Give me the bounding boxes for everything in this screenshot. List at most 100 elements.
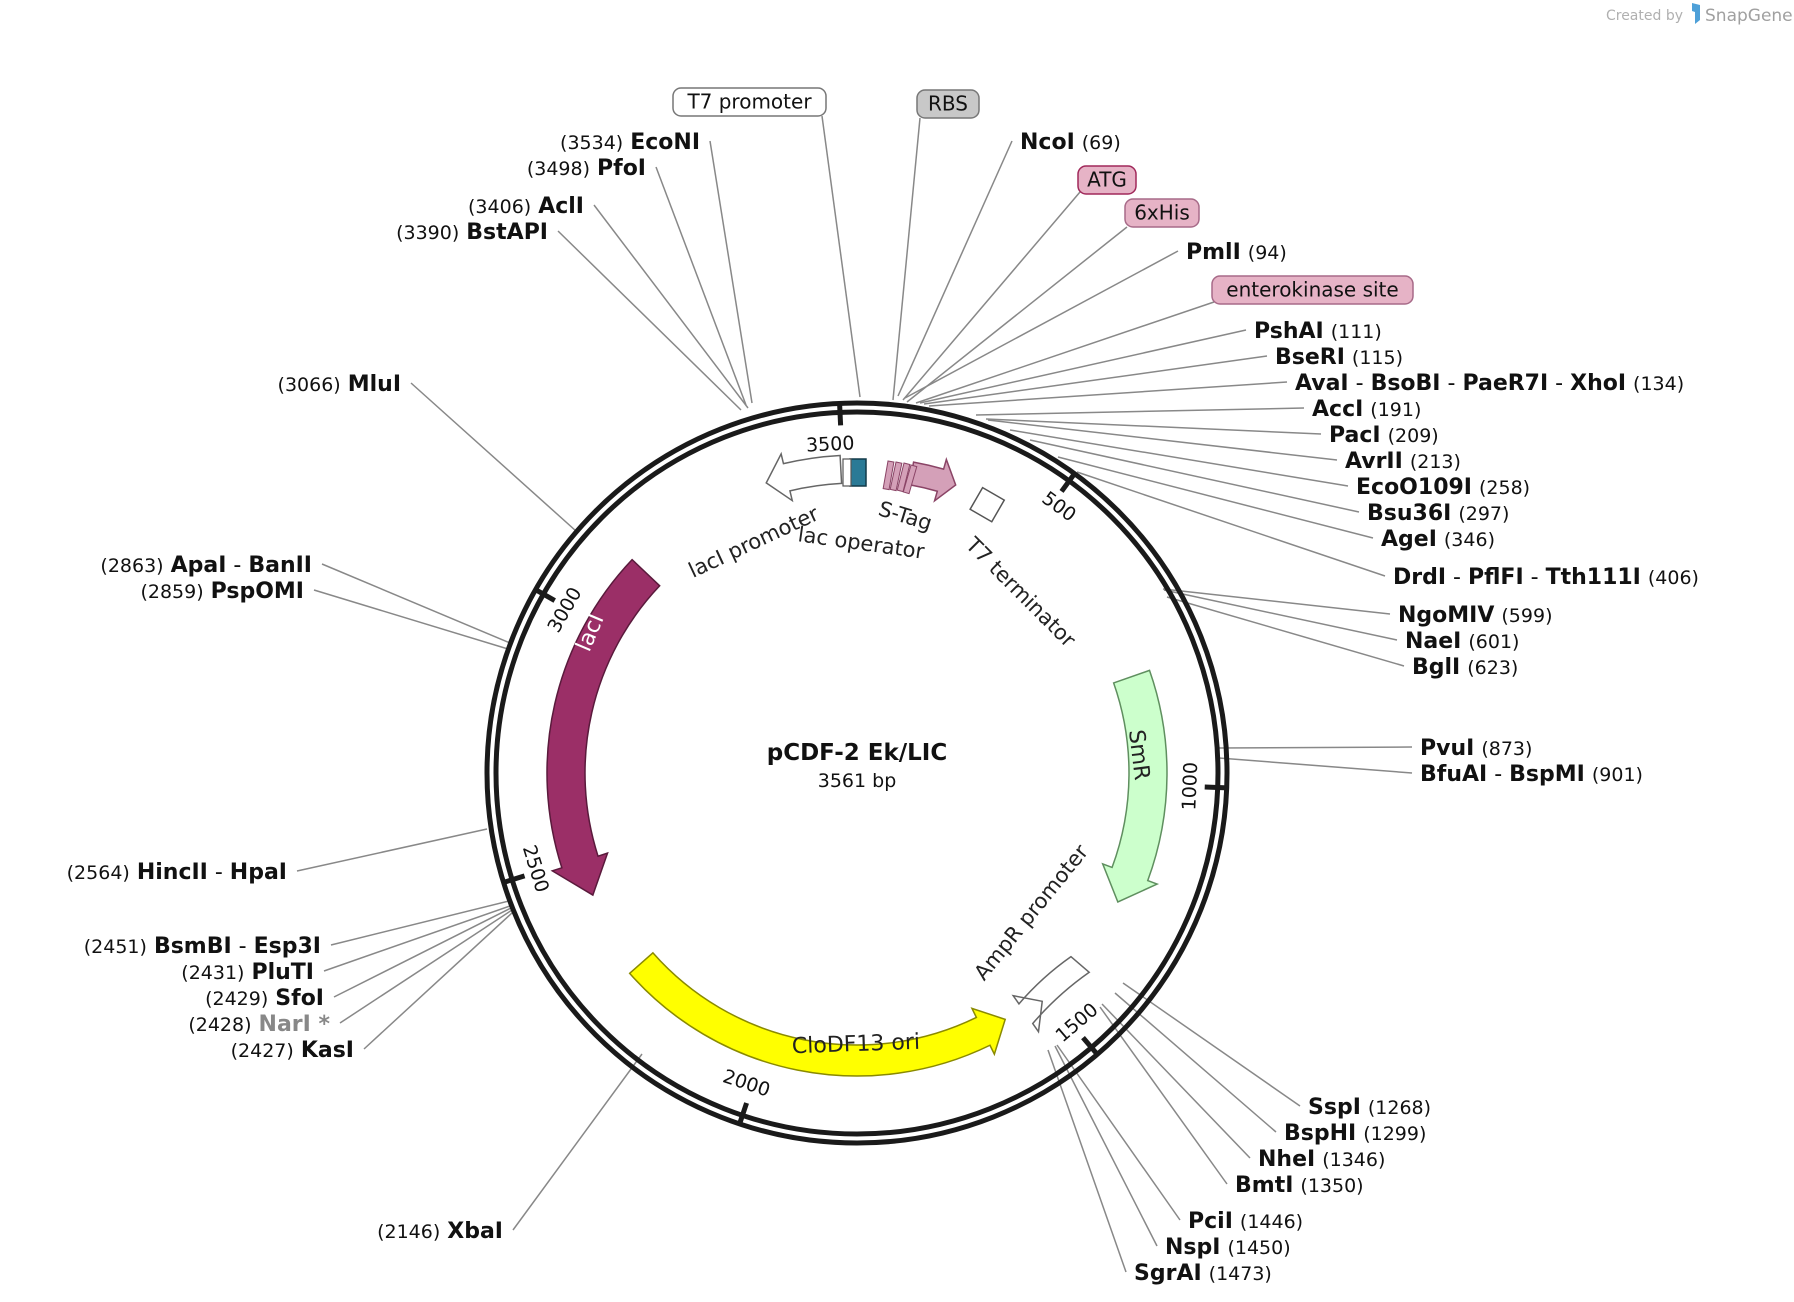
site-position: (3498) bbox=[527, 158, 590, 180]
backbone-outer-ring bbox=[484, 400, 1230, 1146]
site-name: PmlI bbox=[1186, 240, 1241, 265]
site-pluti: (2431) PluTI bbox=[181, 960, 314, 985]
site-label: (3390) BstAPI bbox=[396, 220, 548, 245]
site-name: Esp3I bbox=[254, 934, 321, 959]
site-position: (2428) bbox=[188, 1014, 251, 1036]
site-name: SfoI bbox=[275, 986, 324, 1011]
snapgene-logo-icon bbox=[1692, 3, 1700, 24]
tick-label-2500: 2500 bbox=[518, 842, 553, 895]
site-position: (2451) bbox=[84, 936, 147, 958]
site-label: NaeI (601) bbox=[1405, 629, 1519, 654]
clodf13-ori-label: CloDF13 ori bbox=[792, 1030, 921, 1059]
site-name: AclI bbox=[538, 194, 584, 219]
site-ecoo109i: EcoO109I (258) bbox=[1356, 475, 1530, 500]
site-name: KasI bbox=[301, 1038, 354, 1063]
site-position: (2429) bbox=[205, 988, 268, 1010]
site-position: (623) bbox=[1467, 657, 1518, 679]
tag-segment bbox=[882, 460, 895, 491]
site-position: (2564) bbox=[67, 862, 130, 884]
site-position: (3406) bbox=[468, 196, 531, 218]
site-name: PflFI bbox=[1468, 565, 1524, 590]
site-label: NgoMIV (599) bbox=[1398, 603, 1552, 628]
site-pshai: PshAI (111) bbox=[1254, 319, 1382, 344]
t7-terminator-box bbox=[969, 486, 1006, 523]
site-name: AvaI bbox=[1295, 371, 1349, 396]
tick-mark-2500 bbox=[501, 873, 526, 886]
tag-segment bbox=[889, 461, 903, 492]
site-name: Bsu36I bbox=[1367, 501, 1451, 526]
site-name: BglI bbox=[1412, 655, 1460, 680]
site-name: BspHI bbox=[1284, 1121, 1356, 1146]
site-name: XbaI bbox=[447, 1219, 503, 1244]
site-bmti: BmtI (1350) bbox=[1235, 1173, 1364, 1198]
site-name: XhoI bbox=[1570, 371, 1626, 396]
site-acli: (3406) AclI bbox=[468, 194, 584, 219]
site-agei: AgeI (346) bbox=[1381, 527, 1495, 552]
site-position: (1268) bbox=[1368, 1097, 1431, 1119]
site-position: (134) bbox=[1633, 373, 1684, 395]
site-name: PluTI bbox=[251, 960, 314, 985]
site-position: (115) bbox=[1352, 347, 1403, 369]
site-name: BseRI bbox=[1275, 345, 1345, 370]
site-bfuai-bspmi: BfuAI - BspMI (901) bbox=[1420, 762, 1643, 787]
smr-label: SmR bbox=[1123, 728, 1154, 781]
site-bsphi: BspHI (1299) bbox=[1284, 1121, 1426, 1146]
site-label: NheI (1346) bbox=[1258, 1147, 1385, 1172]
site-label: DrdI - PflFI - Tth111I (406) bbox=[1393, 565, 1699, 590]
tag-segment bbox=[902, 464, 918, 495]
site-label: (3498) PfoI bbox=[527, 156, 646, 181]
site-position: (2146) bbox=[377, 1221, 440, 1243]
site-label: PshAI (111) bbox=[1254, 319, 1382, 344]
site-position: (601) bbox=[1468, 631, 1519, 653]
site-name: BfuAI bbox=[1420, 762, 1487, 787]
site-position: (191) bbox=[1370, 399, 1421, 421]
site-position: (3066) bbox=[278, 374, 341, 396]
laci-promoter-arrow bbox=[765, 451, 843, 503]
site-pfoi: (3498) PfoI bbox=[527, 156, 646, 181]
site-label: BglI (623) bbox=[1412, 655, 1518, 680]
site-label: (2146) XbaI bbox=[377, 1219, 503, 1244]
site-label: SspI (1268) bbox=[1308, 1095, 1431, 1120]
site-label: NcoI (69) bbox=[1020, 130, 1121, 155]
site-label: BspHI (1299) bbox=[1284, 1121, 1426, 1146]
ampr-promoter-arrow bbox=[1011, 955, 1091, 1034]
site-drdi-pflfi-tth111i: DrdI - PflFI - Tth111I (406) bbox=[1393, 565, 1699, 590]
site-position: (1346) bbox=[1322, 1149, 1385, 1171]
site-sspi: SspI (1268) bbox=[1308, 1095, 1431, 1120]
site-position: (2427) bbox=[231, 1040, 294, 1062]
site-name: NspI bbox=[1165, 1235, 1220, 1260]
site-name: BspMI bbox=[1509, 762, 1585, 787]
site-nhei: NheI (1346) bbox=[1258, 1147, 1385, 1172]
site-position: (346) bbox=[1444, 529, 1495, 551]
callout-t7-promoter: T7 promoter bbox=[672, 87, 827, 117]
site-label: AccI (191) bbox=[1312, 397, 1421, 422]
site-xbai: (2146) XbaI bbox=[377, 1219, 503, 1244]
tick-mark-2000 bbox=[736, 1102, 749, 1126]
callout-box bbox=[1211, 275, 1414, 305]
site-name: MluI bbox=[348, 372, 401, 397]
t7-promoter-block bbox=[842, 458, 852, 487]
site-label: PvuI (873) bbox=[1420, 736, 1532, 761]
site-label: BmtI (1350) bbox=[1235, 1173, 1364, 1198]
callout-box bbox=[916, 89, 980, 119]
site-position: (406) bbox=[1648, 567, 1699, 589]
s-tag-label: S-Tag bbox=[876, 497, 935, 536]
site-ncoi: NcoI (69) bbox=[1020, 130, 1121, 155]
site-sfoi: (2429) SfoI bbox=[205, 986, 324, 1011]
site-position: (1350) bbox=[1300, 1175, 1363, 1197]
tick-label-1000: 1000 bbox=[1178, 762, 1202, 811]
features bbox=[546, 451, 1168, 1077]
callout-box bbox=[1124, 198, 1200, 228]
site-label: (2564) HincII - HpaI bbox=[67, 860, 287, 885]
tick-label-2000: 2000 bbox=[720, 1065, 773, 1101]
callout-label: RBS bbox=[928, 92, 968, 116]
site-label: (2428) NarI * bbox=[188, 1012, 330, 1037]
site-name: AvrII bbox=[1345, 449, 1403, 474]
site-name: EcoNI bbox=[630, 130, 700, 155]
restriction-sites: (3534) EcoNI(3498) PfoI(3406) AclI(3390)… bbox=[67, 130, 1699, 1286]
site-pcii: PciI (1446) bbox=[1188, 1209, 1303, 1234]
site-position: (1473) bbox=[1209, 1263, 1272, 1285]
site-name: PaeR7I bbox=[1462, 371, 1548, 396]
tick-mark-3500 bbox=[837, 402, 844, 426]
